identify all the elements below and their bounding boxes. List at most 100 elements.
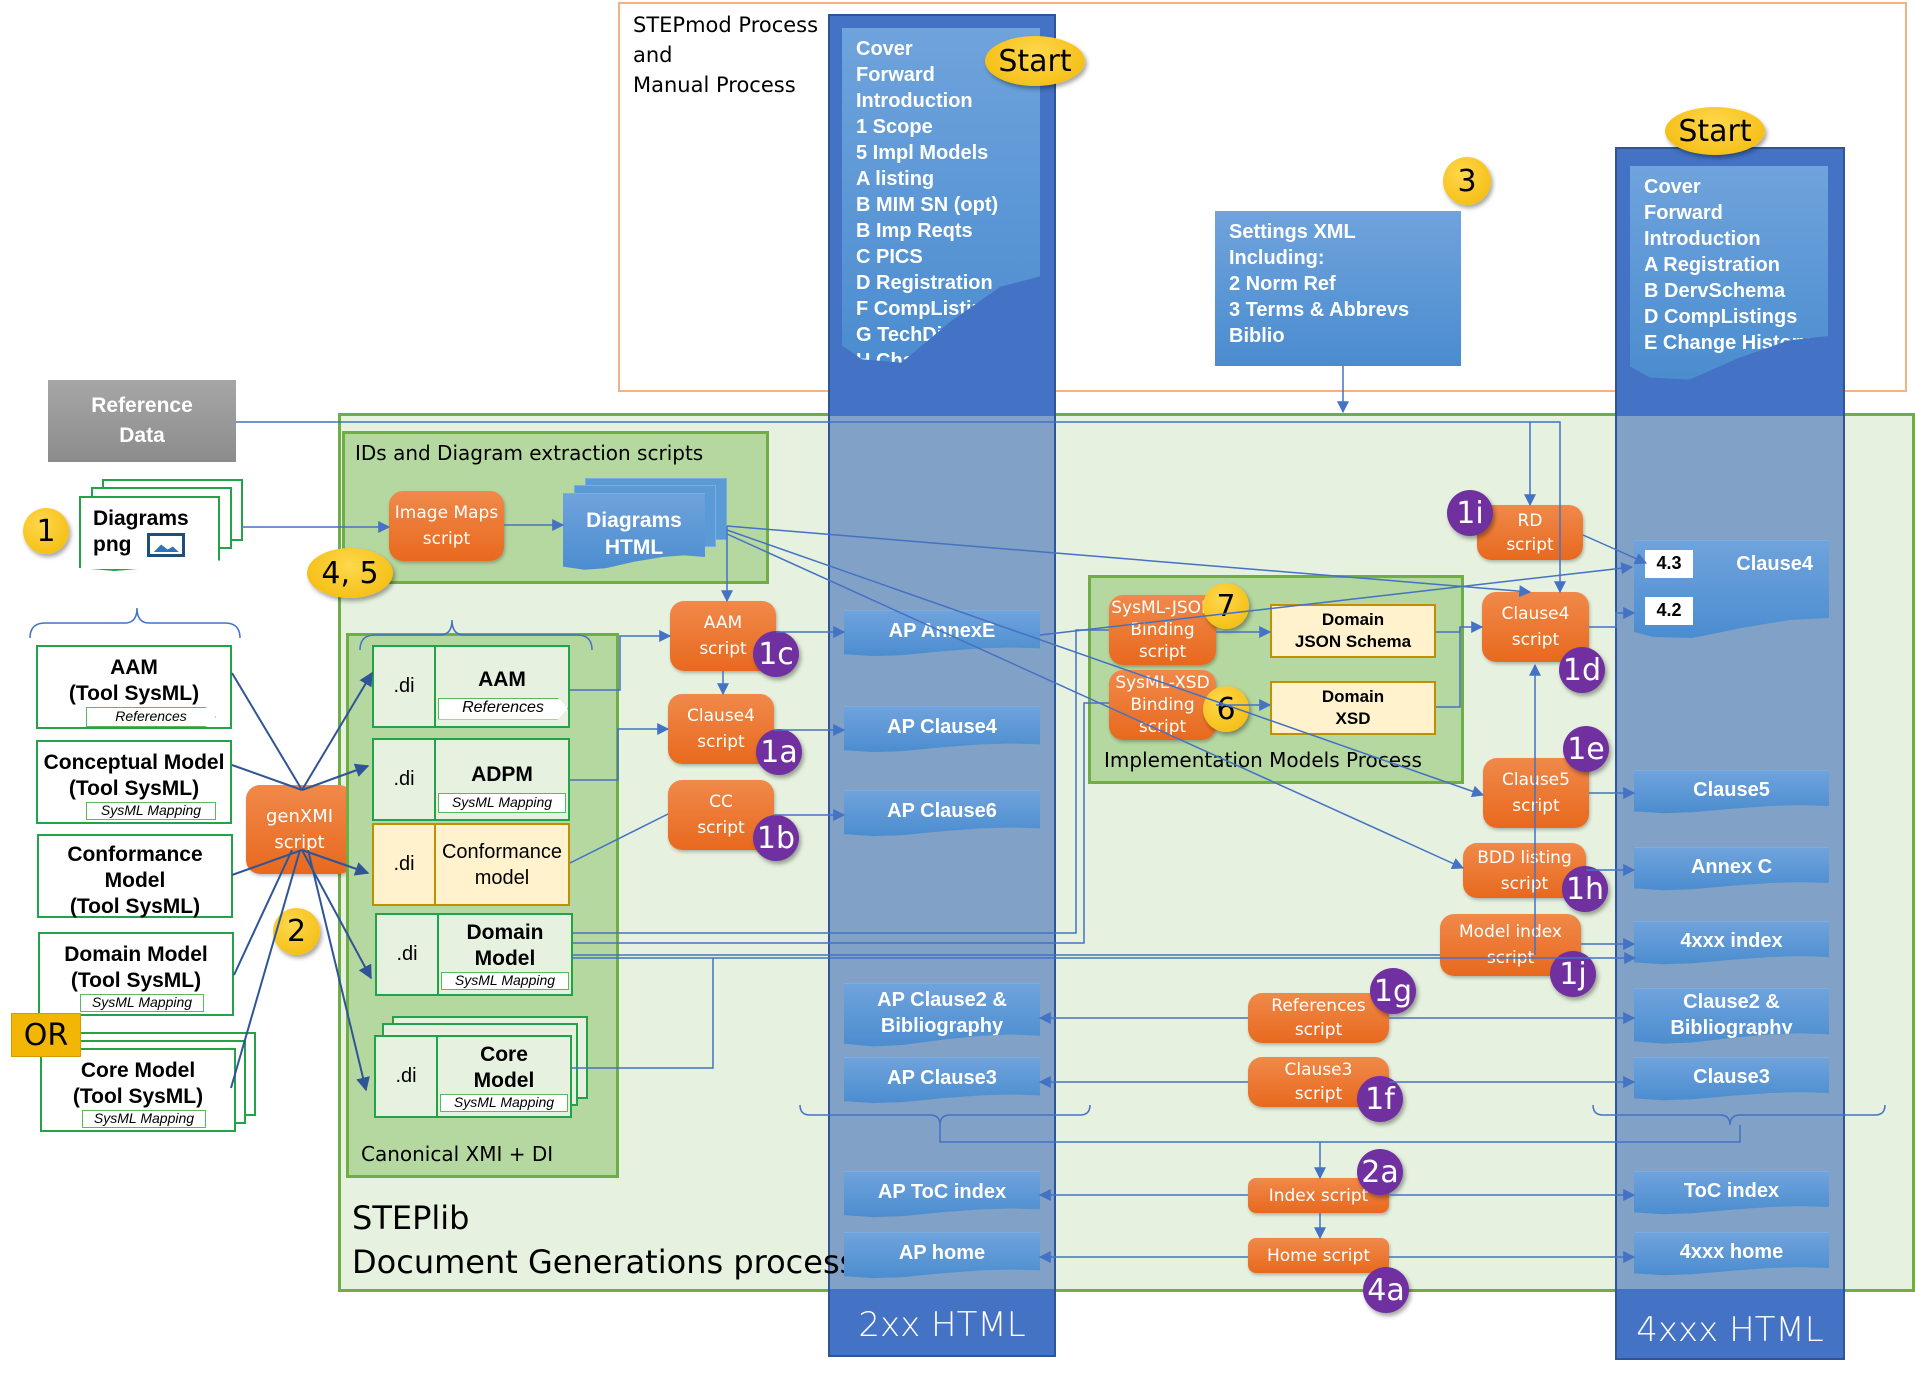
script-label: Clause4 <box>687 706 755 726</box>
stepmod-process-frame <box>618 2 1907 392</box>
clause4-sub-4-2: 4.2 <box>1645 597 1693 625</box>
start-badge-2xx: Start <box>985 36 1085 86</box>
doc-item: 1 Scope <box>856 116 933 138</box>
home-badge: 4a <box>1363 1267 1409 1313</box>
doc-item: A listing <box>856 168 935 190</box>
stepmod-label-line: and <box>633 43 673 67</box>
model-title: AAM <box>110 656 158 679</box>
clause4-sub-4-3: 4.3 <box>1645 550 1693 578</box>
model-title: (Tool SysML) <box>70 969 202 992</box>
bdd-listing-badge: 1h <box>1562 866 1608 912</box>
script-label: script <box>1512 796 1560 816</box>
script-label: BDD listing <box>1477 847 1572 868</box>
canonical-name-line: model <box>474 866 530 889</box>
sysml-mapping-tag: SysML Mapping <box>438 792 566 813</box>
doc-item: 5 Impl Models <box>856 142 989 164</box>
doc-label: Domain <box>1321 687 1385 706</box>
stepmod-label-line: STEPmod Process <box>633 13 819 37</box>
references-badge: 1g <box>1370 968 1416 1014</box>
script-label: Binding <box>1130 695 1195 715</box>
model-title: (Tool SysML) <box>72 1085 204 1108</box>
doc-item: B MIM SN (opt) <box>856 194 999 216</box>
canonical-row-adpm: .di ADPM SysML Mapping <box>372 738 570 821</box>
image-icon <box>147 533 186 558</box>
script-label: script <box>1138 642 1187 662</box>
model-title: Conformance <box>67 843 203 866</box>
sysml-mapping-tag: SysML Mapping <box>86 802 216 820</box>
ap-toc-index-doc: AP ToC index <box>844 1171 1040 1218</box>
model-conceptual: Conceptual Model (Tool SysML) SysML Mapp… <box>36 740 232 824</box>
model-index-badge: 1j <box>1550 951 1596 997</box>
rd-script-badge: 1i <box>1447 490 1493 536</box>
di-label: .di <box>374 825 436 904</box>
model-conformance: Conformance Model (Tool SysML) <box>37 834 233 918</box>
clause2-biblio-doc: Clause2 & Bibliography <box>1634 988 1829 1044</box>
di-label: .di <box>374 740 436 819</box>
script-label: script <box>422 529 471 549</box>
diagrams-png-line2: png <box>93 532 206 558</box>
reference-data-box: Reference Data <box>48 380 236 462</box>
model-title: Domain Model <box>64 943 208 966</box>
clause3-badge: 1f <box>1357 1076 1403 1122</box>
script-label: script <box>697 818 745 838</box>
canonical-name-line: Model <box>473 1068 535 1092</box>
doc-item: Forward <box>1644 202 1723 224</box>
script-label: script <box>1506 534 1554 555</box>
aam-to-genxmi <box>231 672 303 791</box>
diagrams-png-ext: png <box>93 533 132 556</box>
diagrams-png-label: Diagrams <box>93 507 189 530</box>
clause4-doc-label: Clause4 <box>1736 553 1813 575</box>
doc-label: HTML <box>604 535 664 559</box>
aam-script-badge: 1c <box>753 631 799 677</box>
diagrams-png-doc: Diagrams png <box>79 496 220 571</box>
script-label: script <box>1511 630 1560 650</box>
impl-models-title: Implementation Models Process <box>1104 748 1422 772</box>
doc-item: Cover <box>856 38 913 60</box>
script-label: script <box>1486 948 1535 968</box>
canonical-row-aam: .di AAM References <box>372 645 570 728</box>
script-label: script <box>697 732 745 752</box>
model-title: (Tool SysML) <box>69 895 201 918</box>
script-label: script <box>1294 1084 1343 1104</box>
canonical-name-line: Model <box>474 946 536 970</box>
sysml-mapping-tag: SysML Mapping <box>441 971 569 990</box>
doc-item: Introduction <box>856 90 973 112</box>
column-2xx-footer: 2xx HTML <box>858 1305 1026 1345</box>
steplib-title-line: STEPlib <box>352 1199 470 1237</box>
doc-item: D Registration <box>856 272 993 294</box>
diagrams-badge: 1 <box>23 508 69 554</box>
clause4-4xxx-badge: 1d <box>1559 647 1605 693</box>
sysml-mapping-tag: SysML Mapping <box>440 1093 568 1112</box>
start-badge-4xxx: Start <box>1665 107 1765 155</box>
model-domain: Domain Model (Tool SysML) SysML Mapping <box>38 932 234 1016</box>
script-label: script <box>1294 1020 1343 1040</box>
doc-item: B Imp Reqts <box>856 220 973 242</box>
script-label: RD <box>1517 510 1543 531</box>
clause4-script-badge: 1a <box>756 729 802 775</box>
model-title: (Tool SysML) <box>68 777 200 800</box>
script-label: Clause5 <box>1502 770 1570 790</box>
script-label: AAM <box>703 613 743 633</box>
stepmod-process-label: STEPmod Process and Manual Process <box>633 10 818 100</box>
doc-item: D CompListings <box>1644 306 1798 328</box>
script-label: Home script <box>1267 1245 1370 1266</box>
doc-label: Diagrams <box>586 508 682 532</box>
script-label: genXMI <box>265 805 334 827</box>
clause5-badge: 1e <box>1563 726 1609 772</box>
column-2xx-overlay <box>830 416 1054 1289</box>
model-aam: AAM (Tool SysML) References <box>36 645 232 729</box>
di-label: .di <box>374 647 436 726</box>
canonical-title: Canonical XMI + DI <box>361 1142 554 1166</box>
model-core: Core Model (Tool SysML) SysML Mapping <box>40 1048 236 1132</box>
model-title: Core Model <box>80 1059 196 1082</box>
ids-extraction-title: IDs and Diagram extraction scripts <box>355 441 704 465</box>
script-label: SysML-JSON <box>1111 598 1214 618</box>
canonical-name: ADPM SysML Mapping <box>436 740 568 819</box>
